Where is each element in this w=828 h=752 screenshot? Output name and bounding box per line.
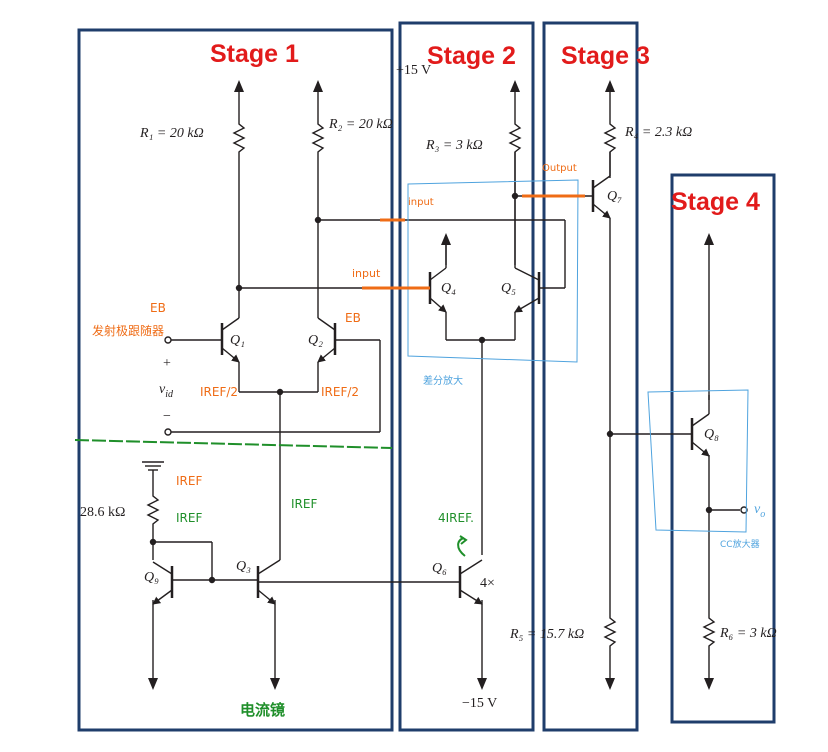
resistor-r2-label: R₂ = 20 kΩ xyxy=(329,117,393,132)
current-mirror-note: 电流镜 xyxy=(240,701,286,719)
stage-boxes xyxy=(77,21,776,732)
resistor-r3-label: R₃ = 3 kΩ xyxy=(426,138,483,153)
stage-2-title: Stage 2 xyxy=(427,42,516,70)
transistor-q8-label: Q₈ xyxy=(704,427,719,442)
stage-3-box xyxy=(542,21,639,732)
blue-annotation-boxes xyxy=(407,179,749,533)
diff-amp-box xyxy=(407,179,579,363)
stage-2-box xyxy=(398,21,535,732)
iref-top-note: IREF xyxy=(176,474,203,488)
multiplier-label: 4× xyxy=(480,576,495,591)
input-vid-label: vid xyxy=(159,382,173,400)
transistor-q7-label: Q₇ xyxy=(607,189,622,204)
schematic-wiring xyxy=(142,80,748,690)
input-minus-label: − xyxy=(163,409,171,424)
iref-4x-note: 4IREF. xyxy=(438,511,474,525)
current-direction-arrow xyxy=(457,535,468,557)
resistor-r1-label: R₁ = 20 kΩ xyxy=(140,126,204,141)
stage-1-title: Stage 1 xyxy=(210,40,299,68)
transistor-q6-label: Q₆ xyxy=(432,561,447,576)
divider-line xyxy=(74,439,393,449)
stage-4-box xyxy=(670,173,776,724)
transistor-q3-label: Q₃ xyxy=(236,559,251,574)
iref-half-left-note: IREF/2 xyxy=(200,385,239,399)
positive-supply-label: +15 V xyxy=(396,63,432,78)
eb-right-note: EB xyxy=(345,311,361,325)
eb-left-note: EB xyxy=(150,301,166,315)
input-top-note: input xyxy=(408,197,434,208)
output-vo-label: vo xyxy=(754,502,766,520)
input-left-note: input xyxy=(352,267,381,280)
iref-q9-note: IREF xyxy=(176,511,203,525)
iref-q3-note: IREF xyxy=(291,497,318,511)
transistor-q4-label: Q₄ xyxy=(441,281,456,296)
bias-resistor-label: 28.6 kΩ xyxy=(80,505,126,520)
transistor-q9-label: Q₉ xyxy=(144,570,159,585)
diff-amp-note: 差分放大 xyxy=(423,376,463,387)
stage-4-title: Stage 4 xyxy=(671,188,760,216)
input-plus-label: + xyxy=(163,356,171,371)
stage-1-box xyxy=(77,28,394,732)
orange-marks xyxy=(362,194,585,290)
negative-supply-label: −15 V xyxy=(462,696,498,711)
cc-amp-box xyxy=(647,389,749,533)
iref-half-right-note: IREF/2 xyxy=(321,385,360,399)
resistor-r4-label: R₄ = 2.3 kΩ xyxy=(625,125,693,140)
output-note: Output xyxy=(542,163,577,174)
transistor-q1-label: Q₁ xyxy=(230,333,245,348)
stage-3-title: Stage 3 xyxy=(561,42,650,70)
transistor-q2-label: Q₂ xyxy=(308,333,323,348)
transistor-q5-label: Q₅ xyxy=(501,281,516,296)
cc-amp-note: CC放大器 xyxy=(720,540,760,550)
eb-left-cn-note: 发射极跟随器 xyxy=(92,324,165,338)
resistor-r6-label: R₆ = 3 kΩ xyxy=(720,626,777,641)
resistor-r5-label: R₅ = 15.7 kΩ xyxy=(510,627,585,642)
